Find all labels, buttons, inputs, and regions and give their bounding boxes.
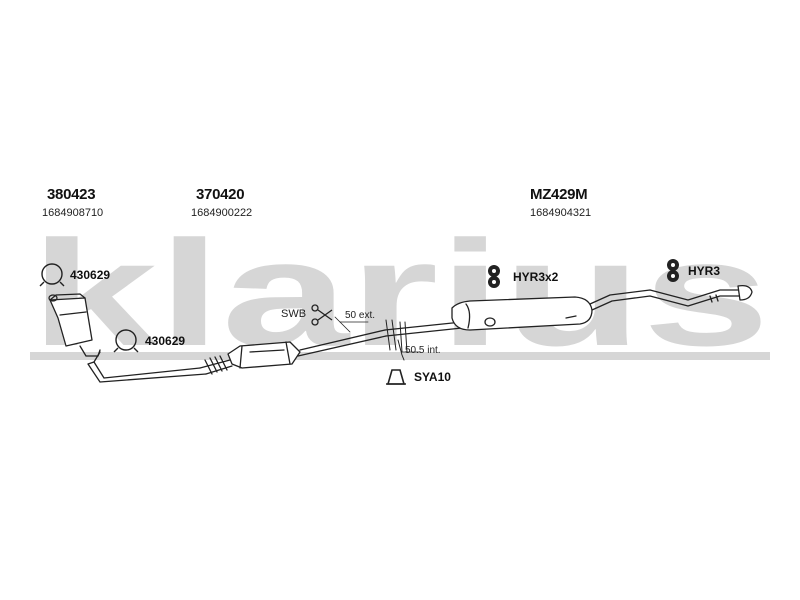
main-catalyst[interactable] [227,341,301,369]
rubber-hanger-icon [667,259,679,282]
tail-pipe[interactable] [589,284,753,311]
clamp-icon [113,329,139,353]
rubber-hanger-icon [488,265,500,288]
cut-joint[interactable] [385,319,408,361]
clamp-label-bottom[interactable]: 430629 [145,334,186,348]
mid-pipe[interactable] [297,321,463,357]
part-ref-370420: 1684900222 [191,207,253,219]
part-code-370420[interactable]: 370420 [196,186,245,203]
swb-ext-label: 50 ext. [345,310,376,321]
bracket-icon [386,369,406,385]
part-code-380423[interactable]: 380423 [47,186,96,203]
part-ref-380423: 1684908710 [42,207,104,219]
front-catalyst[interactable] [48,293,101,357]
clamp-icon [39,263,65,287]
hanger-label-rear[interactable]: HYR3 [688,264,721,278]
clamp-label-top[interactable]: 430629 [70,268,111,282]
part-ref-mz429m: 1684904321 [530,207,592,219]
part-code-mz429m[interactable]: MZ429M [530,186,588,203]
rear-silencer[interactable] [451,296,593,331]
front-pipe[interactable] [87,351,233,383]
hanger-label-pair[interactable]: HYR3x2 [513,270,559,284]
swb-leader-lines [334,316,421,353]
swb-label: SWB [281,308,307,320]
scissors-icon [311,304,333,326]
watermark-underline [30,352,770,360]
swb-int-label: 50.5 int. [405,345,441,356]
bracket-label[interactable]: SYA10 [414,370,451,384]
